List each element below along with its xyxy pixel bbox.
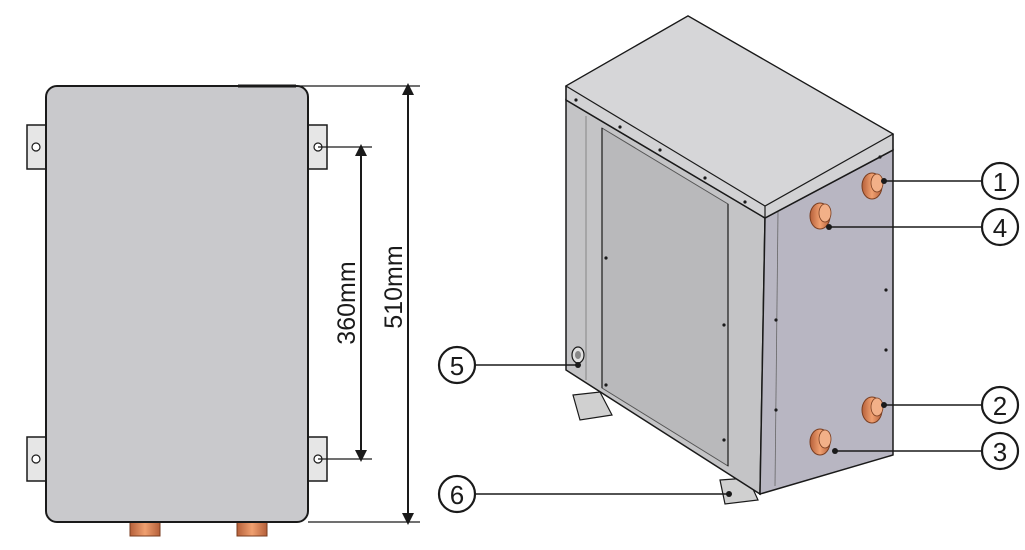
callout-2-label: 2 xyxy=(993,391,1007,421)
callout-5-label: 5 xyxy=(450,351,464,381)
callout-6-label: 6 xyxy=(450,480,464,510)
callout-2: 2 xyxy=(881,385,1020,425)
bracket-bottom-left xyxy=(26,436,50,482)
callout-1: 1 xyxy=(881,161,1020,201)
front-panel xyxy=(45,85,309,523)
dimension-360-label: 360mm xyxy=(333,261,361,344)
callout-3-label: 3 xyxy=(993,437,1007,467)
fitting-4 xyxy=(809,202,832,230)
drain-port-5 xyxy=(571,346,585,364)
callout-4: 4 xyxy=(826,207,1020,247)
dimension-510-label: 510mm xyxy=(380,245,408,328)
callout-4-label: 4 xyxy=(993,213,1007,243)
foot-front xyxy=(572,391,613,421)
callout-6: 6 xyxy=(437,474,732,514)
fitting-3 xyxy=(809,428,832,456)
fitting-2 xyxy=(861,396,884,424)
dimension-360: 360mm xyxy=(318,144,372,462)
front-view xyxy=(26,84,328,537)
fitting-1 xyxy=(861,172,884,200)
callout-1-label: 1 xyxy=(993,167,1007,197)
isometric-view xyxy=(564,15,895,505)
dimension-510: 510mm xyxy=(296,83,420,525)
screws xyxy=(574,98,888,442)
callout-3: 3 xyxy=(832,431,1020,471)
callout-5: 5 xyxy=(437,345,581,385)
